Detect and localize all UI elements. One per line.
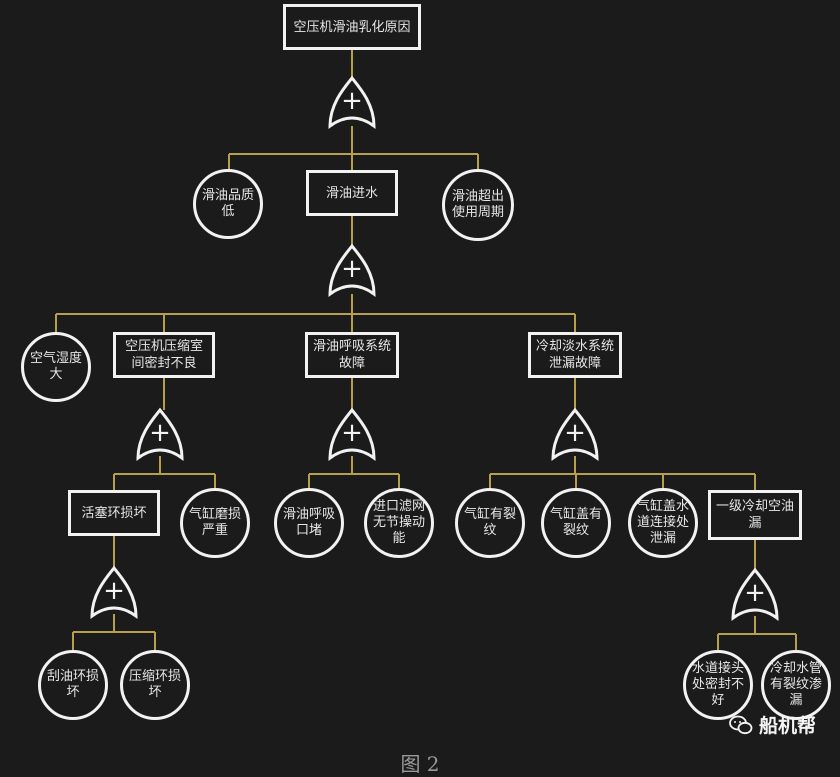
node-inlet-filter: 进口滤网 无节操动 能 — [364, 488, 434, 558]
or-gate-2: + — [328, 243, 376, 297]
or-gate-7: + — [731, 567, 779, 621]
node-air-humidity: 空气湿度 大 — [21, 332, 91, 402]
node-breather-blocked: 滑油呼吸 口堵 — [274, 488, 344, 558]
or-gate-4: + — [328, 407, 376, 461]
or-gate-2-symbol: + — [341, 254, 363, 284]
wire-gate5-children — [489, 456, 756, 490]
wire-gate1-children — [228, 126, 479, 170]
wire-gate6-children — [72, 614, 156, 651]
wire-gate2-children — [55, 294, 576, 333]
node-cover-crack: 气缸盖有 裂纹 — [541, 488, 611, 558]
or-gate-1: + — [328, 75, 376, 129]
or-gate-4-symbol: + — [341, 418, 363, 448]
node-oil-water-ingress: 滑油进水 — [306, 170, 398, 216]
node-breather-fault: 滑油呼吸系统 故障 — [305, 332, 399, 378]
node-oil-quality-low: 滑油品质 低 — [193, 169, 263, 239]
or-gate-7-symbol: + — [744, 578, 766, 608]
or-gate-5-symbol: + — [564, 418, 586, 448]
node-oil-ring-damage: 刮油环损 坏 — [38, 650, 108, 720]
watermark: 船机帮 — [729, 711, 816, 738]
node-cooler-pipe-crack: 冷却水管 有裂纹渗 漏 — [761, 650, 831, 720]
or-gate-6: + — [90, 565, 138, 619]
node-cooler-leak: 一级冷却空油 漏 — [708, 490, 802, 540]
node-compression-ring-damage: 压缩环损 坏 — [120, 650, 190, 720]
or-gate-3: + — [136, 407, 184, 461]
figure-caption: 图 2 — [400, 752, 440, 776]
or-gate-1-symbol: + — [341, 86, 363, 116]
top-event-box: 空压机滑油乳化原因 — [283, 4, 421, 50]
node-compressor-seal: 空压机压缩室 间密封不良 — [113, 332, 215, 378]
or-gate-6-symbol: + — [103, 576, 125, 606]
node-cylinder-wear: 气缸磨损 严重 — [180, 488, 250, 558]
node-water-channel-leak: 气缸盖水 道连接处 泄漏 — [628, 488, 698, 558]
node-cooling-leak: 冷却淡水系统 泄漏故障 — [528, 332, 622, 378]
wire-gate4-children — [308, 456, 400, 489]
watermark-text: 船机帮 — [758, 715, 816, 737]
node-cylinder-crack: 气缸有裂 纹 — [455, 488, 525, 558]
node-piston-ring-damage: 活塞环损坏 — [68, 490, 160, 536]
wechat-icon — [729, 715, 753, 734]
node-oil-overdue: 滑油超出 使用周期 — [442, 169, 514, 241]
or-gate-5: + — [551, 407, 599, 461]
node-water-joint-seal: 水道接头 处密封不 好 — [683, 650, 753, 720]
wire-gate3-children — [113, 456, 216, 490]
or-gate-3-symbol: + — [149, 418, 171, 448]
wire-gate7-children — [717, 616, 797, 651]
